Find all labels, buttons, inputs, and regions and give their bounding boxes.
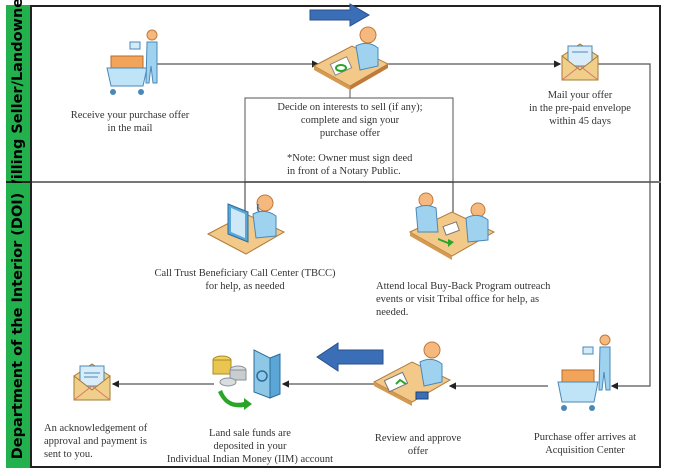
step-text-line: Decide on interests to sell (if any); (277, 102, 423, 113)
step-text-line: Acquisition Center (545, 445, 625, 456)
step-text-line: sent to you. (44, 449, 93, 460)
step-text-line: Land sale funds are (209, 428, 291, 439)
step-text-line: complete and sign your (300, 115, 400, 126)
step-arrives-text: Purchase offer arrives at Acquisition Ce… (520, 431, 650, 457)
step-text-line: Individual Indian Money (IIM) account (166, 454, 334, 465)
step-decide-text: Decide on interests to sell (if any); co… (248, 101, 452, 140)
step-text-line: offer (407, 446, 429, 457)
lane-label-doi: Department of the Interior (DOI) (6, 183, 32, 468)
step-text-line: in the mail (107, 123, 153, 134)
step-text-line: within 45 days (549, 116, 611, 127)
step-text-line: events or visit Tribal office for help, … (376, 294, 540, 305)
step-outreach-text: Attend local Buy-Back Program outreach e… (376, 280, 566, 319)
decide-text-box (244, 97, 454, 183)
step-text-line: An acknowledgement of (44, 423, 148, 434)
person-reviewing-desk-icon (372, 341, 452, 406)
step-text-line: Receive your purchase offer (70, 110, 190, 121)
step-ack-text: An acknowledgement of approval and payme… (44, 422, 164, 461)
coins-vault-icon (212, 349, 281, 410)
flow-arrow-right (309, 3, 370, 27)
step-text-line: Attend local Buy-Back Program outreach (376, 281, 551, 292)
step-review-text: Review and approve offer (368, 432, 468, 458)
flow-arrow-left (316, 342, 384, 372)
step-mail-text: Mail your offer in the pre-paid envelope… (520, 89, 640, 128)
step-receive-text: Receive your purchase offer in the mail (60, 109, 200, 135)
envelope-icon (73, 363, 111, 401)
note-line: in front of a Notary Public. (287, 166, 401, 177)
step-text-line: Review and approve (374, 433, 462, 444)
notary-note: *Note: Owner must sign deed in front of … (287, 152, 457, 178)
call-center-agent-icon (206, 194, 286, 255)
step-tbcc-text: Call Trust Beneficiary Call Center (TBCC… (150, 267, 340, 293)
step-text-line: purchase offer (319, 128, 381, 139)
step-text-line: deposited in your (213, 441, 287, 452)
mail-cart-person-icon (557, 334, 611, 411)
step-text-line: approval and payment is (44, 436, 147, 447)
step-text-line: Purchase offer arrives at (533, 432, 637, 443)
connector-mail-arrives (597, 63, 651, 390)
envelope-icon (561, 43, 599, 81)
mail-cart-person-icon (106, 29, 158, 95)
step-text-line: in the pre-paid envelope (529, 103, 631, 114)
step-text-line: needed. (376, 307, 409, 318)
step-text-line: for help, as needed (205, 281, 285, 292)
step-funds-text: Land sale funds are deposited in your In… (160, 427, 340, 466)
step-text-line: Mail your offer (547, 90, 613, 101)
person-signing-desk-icon (312, 26, 390, 90)
meeting-handoff-icon (408, 192, 496, 260)
note-line: *Note: Owner must sign deed (287, 153, 413, 164)
lane-label-seller: Willing Seller/Landowner (6, 0, 32, 195)
step-text-line: Call Trust Beneficiary Call Center (TBCC… (154, 268, 336, 279)
